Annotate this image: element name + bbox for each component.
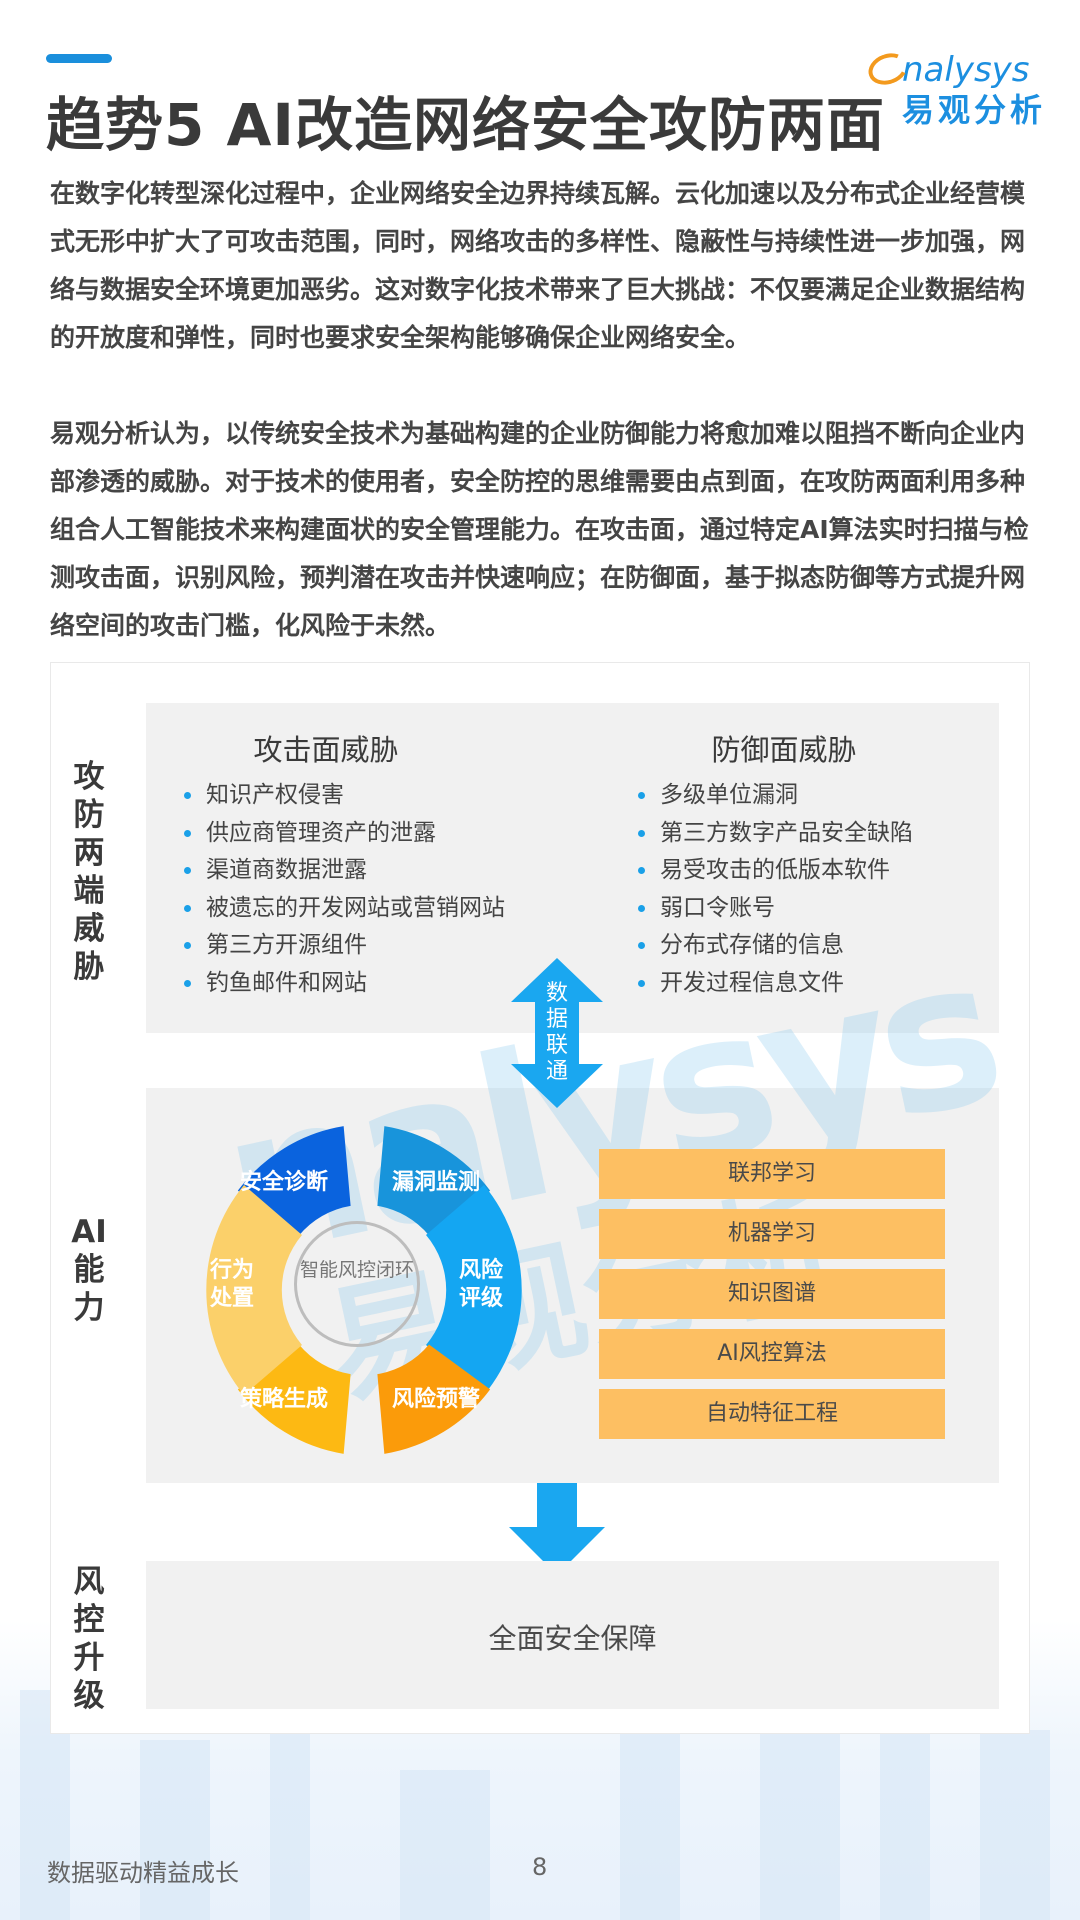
bullet-icon bbox=[638, 904, 645, 912]
bullet-icon bbox=[638, 829, 645, 837]
intro-paragraph: 在数字化转型深化过程中，企业网络安全边界持续瓦解。云化加速以及分布式企业经营模式… bbox=[50, 179, 1026, 352]
segment-risk-warning: 风险预警 bbox=[391, 1387, 480, 1412]
tech-federated-learning: 联邦学习 bbox=[599, 1149, 945, 1199]
list-item: 弱口令账号 bbox=[638, 890, 913, 928]
bullet-icon bbox=[184, 942, 191, 949]
bullet-icon bbox=[638, 867, 645, 874]
title-accent-bar bbox=[46, 54, 112, 63]
bullet-icon bbox=[184, 792, 191, 799]
list-item: 易受攻击的低版本软件 bbox=[638, 852, 913, 890]
segment-risk-rating: 风险评级 bbox=[458, 1258, 503, 1311]
side-label-threats: 攻防两端威胁 bbox=[73, 759, 105, 985]
wheel-center-label: 智能风控闭环 bbox=[299, 1259, 414, 1281]
data-sync-label: 数据联通 bbox=[545, 981, 568, 1084]
bidirectional-arrow-icon bbox=[511, 958, 603, 1108]
list-item: 被遗忘的开发网站或营销网站 bbox=[184, 890, 505, 928]
page-number: 8 bbox=[532, 1853, 548, 1881]
list-item: 第三方开源组件 bbox=[184, 927, 505, 965]
bullet-icon bbox=[184, 829, 191, 837]
tech-ai-risk-algorithm: AI风控算法 bbox=[599, 1329, 945, 1379]
tech-knowledge-graph: 知识图谱 bbox=[599, 1269, 945, 1319]
list-item: 多级单位漏洞 bbox=[638, 777, 913, 815]
logo-english: nalysys bbox=[864, 48, 1054, 90]
list-item: 钓鱼邮件和网站 bbox=[184, 965, 505, 1003]
list-item: 第三方数字产品安全缺陷 bbox=[638, 815, 913, 853]
segment-behavior-handling: 行为处置 bbox=[209, 1258, 254, 1311]
security-diagram: 攻防两端威胁 攻击面威胁 知识产权侵害 供应商管理资产的泄露 渠道商数据泄露 被… bbox=[50, 662, 1030, 1734]
segment-vulnerability-monitoring: 漏洞监测 bbox=[391, 1170, 480, 1195]
side-label-ai: AI能力 bbox=[71, 1214, 107, 1326]
risk-control-wheel bbox=[206, 1126, 522, 1454]
segment-strategy-generation: 策略生成 bbox=[239, 1387, 328, 1412]
attack-threats-title: 攻击面威胁 bbox=[253, 733, 399, 767]
segment-security-diagnosis: 安全诊断 bbox=[239, 1170, 328, 1195]
list-item: 开发过程信息文件 bbox=[638, 965, 913, 1003]
defense-threats-list: 多级单位漏洞 第三方数字产品安全缺陷 易受攻击的低版本软件 弱口令账号 分布式存… bbox=[638, 777, 913, 1002]
bullet-icon bbox=[184, 904, 191, 912]
analysys-logo: nalysys 易观分析 bbox=[864, 48, 1054, 130]
list-item: 渠道商数据泄露 bbox=[184, 852, 505, 890]
page-title: 趋势5 AI改造网络安全攻防两面 bbox=[46, 91, 886, 159]
list-item: 分布式存储的信息 bbox=[638, 927, 913, 965]
attack-threats-list: 知识产权侵害 供应商管理资产的泄露 渠道商数据泄露 被遗忘的开发网站或营销网站 … bbox=[184, 777, 505, 1002]
tech-machine-learning: 机器学习 bbox=[599, 1209, 945, 1259]
result-panel: 全面安全保障 bbox=[146, 1561, 999, 1709]
bullet-icon bbox=[184, 867, 191, 874]
tech-auto-feature-engineering: 自动特征工程 bbox=[599, 1389, 945, 1439]
bullet-icon bbox=[184, 979, 191, 987]
analysis-paragraph: 易观分析认为，以传统安全技术为基础构建的企业防御能力将愈加难以阻挡不断向企业内部… bbox=[50, 419, 1029, 640]
down-arrow-icon bbox=[509, 1483, 605, 1575]
wheel-center-ring bbox=[294, 1221, 420, 1347]
bullet-icon bbox=[638, 942, 645, 949]
list-item: 供应商管理资产的泄露 bbox=[184, 815, 505, 853]
defense-threats-title: 防御面威胁 bbox=[711, 733, 857, 767]
list-item: 知识产权侵害 bbox=[184, 777, 505, 815]
full-security-label: 全面安全保障 bbox=[488, 1622, 657, 1655]
bullet-icon bbox=[638, 792, 645, 799]
side-label-upgrade: 风控升级 bbox=[73, 1564, 105, 1714]
bullet-icon bbox=[638, 979, 645, 987]
logo-chinese: 易观分析 bbox=[902, 91, 1047, 129]
footer-slogan: 数据驱动精益成长 bbox=[47, 1859, 239, 1887]
ai-technology-list: 联邦学习 机器学习 知识图谱 AI风控算法 自动特征工程 bbox=[599, 1149, 945, 1449]
